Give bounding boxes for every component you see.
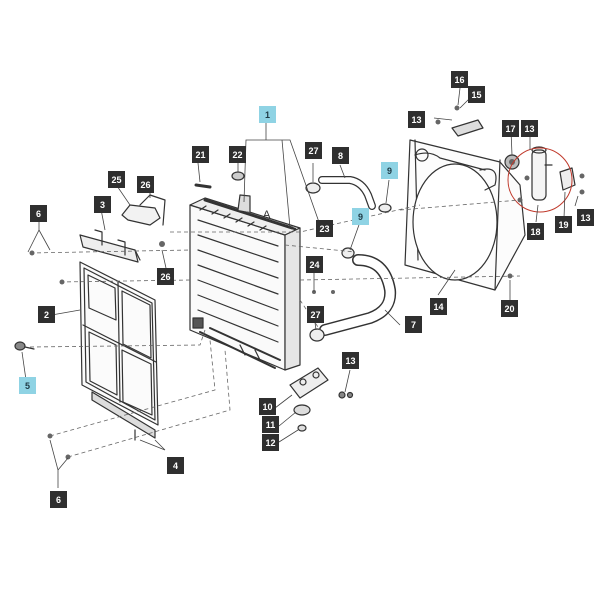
- callout-21: 21: [192, 146, 209, 163]
- expansion-tank: [531, 146, 553, 201]
- radiator-core: [189, 197, 301, 371]
- upper-hose: [318, 176, 376, 210]
- mount-bracket: [289, 367, 329, 399]
- callout-6-bottom: 6: [50, 491, 67, 508]
- callout-8: 8: [332, 147, 349, 164]
- callout-18: 18: [527, 223, 544, 240]
- fan-shroud: [404, 139, 526, 291]
- callout-19: 19: [555, 216, 572, 233]
- callout-13-right: 13: [577, 209, 594, 226]
- callout-24: 24: [306, 256, 323, 273]
- upper-clamp-9: [378, 203, 392, 213]
- callout-10: 10: [259, 398, 276, 415]
- lower-hose-clamp: [309, 328, 325, 342]
- callout-7: 7: [405, 316, 422, 333]
- lower-bar: [91, 391, 156, 441]
- rubber-mount: [293, 404, 311, 416]
- callout-13-right-top: 13: [521, 120, 538, 137]
- callout-27-upper: 27: [305, 142, 322, 159]
- callout-2: 2: [38, 306, 55, 323]
- callout-26-top: 26: [137, 176, 154, 193]
- top-bracket: [451, 119, 484, 137]
- bolt-13-lower: [338, 391, 354, 399]
- callout-26-bottom: 26: [157, 268, 174, 285]
- highlight-circle: [507, 147, 573, 213]
- callout-6-top: 6: [30, 205, 47, 222]
- filler-neck: [237, 194, 251, 213]
- callout-12: 12: [262, 434, 279, 451]
- marker-a: A: [263, 209, 271, 221]
- callout-23: 23: [316, 220, 333, 237]
- callout-27-lower: 27: [307, 306, 324, 323]
- callout-13-lower: 13: [342, 352, 359, 369]
- callout-17: 17: [502, 120, 519, 137]
- callout-9-lower: 9: [352, 208, 369, 225]
- drain-plug-5: [14, 341, 35, 351]
- callout-4: 4: [167, 457, 184, 474]
- callout-1: 1: [259, 106, 276, 123]
- callout-3: 3: [94, 196, 111, 213]
- callout-22: 22: [229, 146, 246, 163]
- handle-bracket: [121, 194, 166, 226]
- grommet-22: [231, 171, 245, 181]
- lower-hose: [319, 254, 397, 336]
- lower-clamp-9: [341, 247, 355, 259]
- bracket: [79, 229, 141, 263]
- callout-15: 15: [468, 86, 485, 103]
- mount-nut: [297, 424, 307, 432]
- callout-9-upper: 9: [381, 162, 398, 179]
- callout-25: 25: [108, 171, 125, 188]
- grille-frame: [79, 261, 159, 426]
- upper-hose-clamp: [305, 182, 321, 194]
- tank-clip: [559, 167, 576, 191]
- callout-16: 16: [451, 71, 468, 88]
- callout-13-top: 13: [408, 111, 425, 128]
- callout-11: 11: [262, 416, 279, 433]
- callout-20: 20: [501, 300, 518, 317]
- bolt-21: [194, 183, 212, 189]
- callout-14: 14: [430, 298, 447, 315]
- callout-5: 5: [19, 377, 36, 394]
- bolt-23: [281, 223, 297, 231]
